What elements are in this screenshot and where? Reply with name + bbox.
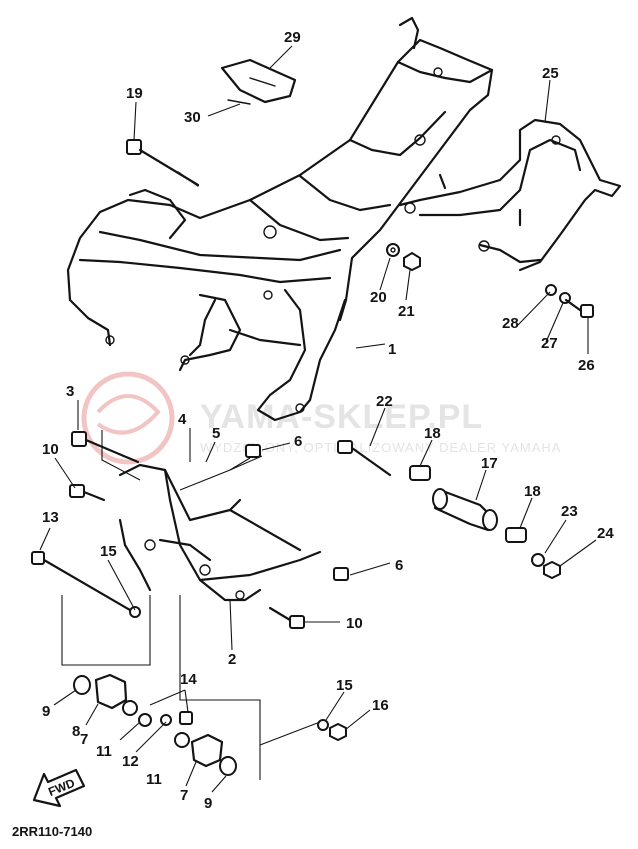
callout-18b: 18	[524, 483, 541, 500]
callout-1: 1	[388, 341, 396, 358]
callout-27: 27	[541, 335, 558, 352]
callout-8: 8	[72, 723, 80, 740]
callout-9a: 9	[42, 703, 50, 720]
callout-9b: 9	[204, 795, 212, 812]
callout-10b: 10	[346, 615, 363, 632]
watermark-brand: YAMA-SKLEP.PL	[200, 398, 483, 436]
callout-15a: 15	[100, 543, 117, 560]
callout-29: 29	[284, 29, 301, 46]
callout-7b: 7	[180, 787, 188, 804]
callout-11b: 11	[146, 771, 162, 788]
rubber-mounts	[73, 606, 347, 776]
callout-16: 16	[372, 697, 389, 714]
callout-13: 13	[42, 509, 59, 526]
callout-6a: 6	[294, 433, 302, 450]
seat-bracket	[398, 118, 622, 272]
callout-23: 23	[561, 503, 578, 520]
callout-2: 2	[228, 651, 236, 668]
watermark-logo-swirl	[96, 394, 161, 435]
callout-5: 5	[212, 425, 220, 442]
leader-lines	[39, 45, 597, 793]
engine-bracket	[118, 463, 322, 602]
callout-14: 14	[180, 671, 197, 688]
callout-26: 26	[578, 357, 595, 374]
callout-25: 25	[542, 65, 559, 82]
callout-4: 4	[178, 411, 187, 428]
bolt-19	[126, 139, 200, 187]
watermark: YAMA-SKLEP.PL WYDZIELONY, OPTIMALIZOWANY…	[81, 371, 561, 465]
callout-18a: 18	[424, 425, 441, 442]
callout-24: 24	[597, 525, 614, 542]
label-plate	[220, 58, 297, 105]
callout-21: 21	[398, 303, 415, 320]
callout-30: 30	[184, 109, 201, 126]
watermark-logo-icon	[81, 371, 175, 465]
forward-arrow-icon	[32, 768, 86, 808]
callout-20: 20	[370, 289, 387, 306]
watermark-tagline: WYDZIELONY, OPTIMALIZOWANY DEALER YAMAHA	[200, 440, 561, 455]
callout-10a: 10	[42, 441, 59, 458]
callout-11a: 11	[96, 743, 112, 760]
callout-7a: 7	[80, 731, 88, 748]
callout-15b: 15	[336, 677, 353, 694]
callout-3: 3	[66, 383, 74, 400]
bolts	[31, 431, 392, 629]
callouts: 1 2 3 4 5 6 6 7 7 8 9 9 10 10 11 11 12 1…	[42, 29, 614, 812]
small-hardware	[386, 243, 594, 318]
collar-17	[409, 465, 561, 580]
callout-19: 19	[126, 85, 143, 102]
callout-28: 28	[502, 315, 519, 332]
forward-arrow: FWD	[32, 768, 86, 808]
callout-12: 12	[122, 753, 139, 770]
callout-6b: 6	[395, 557, 403, 574]
callout-17: 17	[481, 455, 498, 472]
callout-22: 22	[376, 393, 393, 410]
drawing-code: 2RR110-7140	[12, 824, 92, 839]
main-frame	[66, 16, 494, 422]
